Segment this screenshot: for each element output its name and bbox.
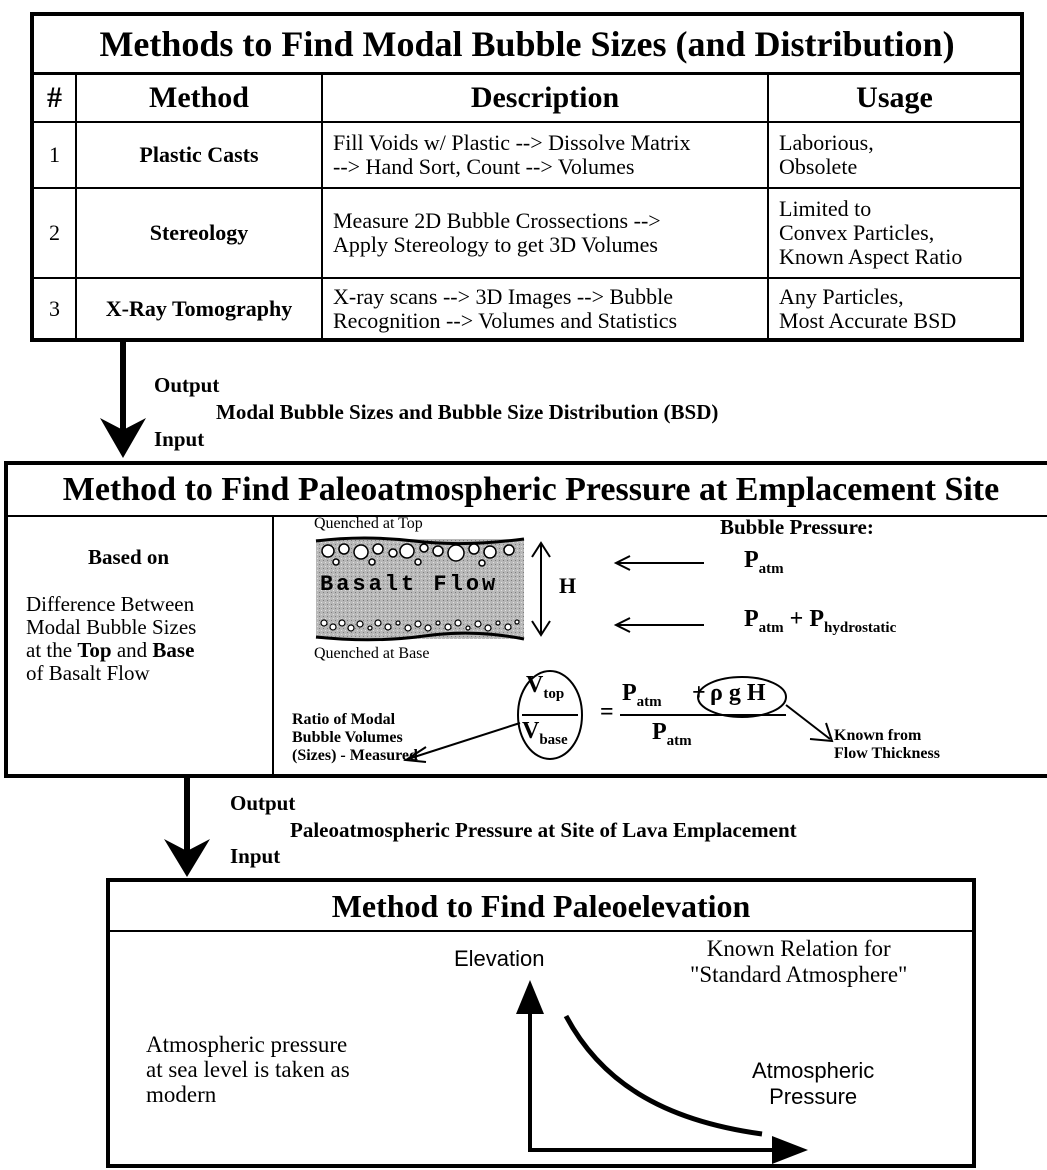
row-description: Fill Voids w/ Plastic --> Dissolve Matri…	[321, 121, 769, 189]
usage-line: Limited to	[779, 196, 872, 221]
row-number: 1	[34, 121, 77, 189]
table-row: 3 X-Ray Tomography X-ray scans --> 3D Im…	[34, 277, 1020, 338]
header-usage: Usage	[767, 72, 1020, 123]
column-divider	[272, 517, 274, 774]
rho-g-h-term: ρ g H	[710, 680, 766, 706]
pressure-method-box: Method to Find Paleoatmospheric Pressure…	[4, 461, 1047, 778]
numerator-plus: +	[692, 680, 706, 706]
known-note: Known from Flow Thickness	[834, 727, 940, 762]
quenched-top-label: Quenched at Top	[314, 515, 423, 532]
description-line: --> Hand Sort, Count --> Volumes	[333, 154, 635, 179]
table-row: 1 Plastic Casts Fill Voids w/ Plastic --…	[34, 121, 1020, 189]
description-line: Measure 2D Bubble Crossections -->	[333, 208, 661, 233]
x-axis-label: Atmospheric Pressure	[752, 1058, 875, 1109]
description-line: Difference Between	[26, 592, 195, 616]
header-number: #	[34, 72, 77, 123]
description-line: at the Top and Base	[26, 638, 195, 662]
usage-line: Known Aspect Ratio	[779, 244, 963, 269]
v-top-term: Vtop	[526, 672, 565, 702]
paleoelevation-title: Method to Find Paleoelevation	[110, 882, 972, 932]
output-label-2: Output	[230, 791, 296, 815]
based-on-description: Difference Between Modal Bubble Sizes at…	[26, 593, 196, 685]
row-usage: Limited to Convex Particles, Known Aspec…	[767, 187, 1020, 279]
row-description: Measure 2D Bubble Crossections --> Apply…	[321, 187, 769, 279]
pressure-arrows	[613, 555, 704, 633]
height-label: H	[559, 573, 577, 598]
based-on-label: Based on	[88, 545, 170, 569]
header-description: Description	[321, 72, 769, 123]
pressure-title: Method to Find Paleoatmospheric Pressure…	[8, 465, 1047, 517]
ratio-note: Ratio of Modal Bubble Volumes (Sizes) - …	[292, 711, 418, 764]
description-line: Fill Voids w/ Plastic --> Dissolve Matri…	[333, 130, 691, 155]
usage-line: Laborious,	[779, 130, 874, 155]
denominator-p-atm: Patm	[652, 719, 692, 749]
row-number: 3	[34, 277, 77, 338]
methods-table-box: Methods to Find Modal Bubble Sizes (and …	[30, 12, 1024, 342]
down-arrow-icon	[164, 777, 210, 877]
top-pressure-formula: Patm	[744, 547, 784, 577]
row-usage: Laborious, Obsolete	[767, 121, 1020, 189]
basalt-flow-label: Basalt Flow	[320, 572, 499, 597]
input-label-2: Input	[230, 844, 281, 868]
methods-table: # Method Description Usage 1 Plastic Cas…	[34, 72, 1020, 338]
row-usage: Any Particles, Most Accurate BSD	[767, 277, 1020, 338]
output-content-1: Modal Bubble Sizes and Bubble Size Distr…	[216, 400, 719, 424]
description-line: Apply Stereology to get 3D Volumes	[333, 232, 658, 257]
row-method: Plastic Casts	[75, 121, 323, 189]
equation-graphics	[403, 670, 834, 763]
table-row: 2 Stereology Measure 2D Bubble Crossecti…	[34, 187, 1020, 279]
elevation-pressure-plot	[516, 980, 808, 1164]
usage-line: Any Particles,	[779, 283, 904, 309]
basalt-flow-diagram	[315, 536, 525, 642]
table-header-row: # Method Description Usage	[34, 72, 1020, 123]
row-number: 2	[34, 187, 77, 279]
row-description: X-ray scans --> 3D Images --> Bubble Rec…	[321, 277, 769, 338]
header-method: Method	[75, 72, 323, 123]
methods-title: Methods to Find Modal Bubble Sizes (and …	[99, 24, 955, 64]
quenched-base-label: Quenched at Base	[314, 645, 430, 662]
bubble-pressure-label: Bubble Pressure:	[720, 515, 874, 539]
v-base-term: Vbase	[522, 718, 568, 748]
usage-line: Obsolete	[779, 154, 858, 179]
usage-line: Convex Particles,	[779, 220, 935, 245]
row-method: Stereology	[75, 187, 323, 279]
base-pressure-formula: Patm + Phydrostatic	[744, 606, 897, 636]
row-method: X-Ray Tomography	[75, 277, 323, 338]
standard-atmosphere-note: Known Relation for "Standard Atmosphere"	[690, 936, 908, 987]
description-line: of Basalt Flow	[26, 661, 150, 685]
height-double-arrow-icon	[531, 541, 551, 637]
down-arrow-icon	[100, 340, 146, 458]
description-line: X-ray scans --> 3D Images --> Bubble	[333, 283, 674, 309]
output-label-1: Output	[154, 373, 220, 397]
input-label-1: Input	[154, 427, 205, 451]
description-line: Recognition --> Volumes and Statistics	[333, 307, 678, 333]
description-line: Modal Bubble Sizes	[26, 615, 197, 639]
paleoelevation-box: Method to Find Paleoelevation Atmospheri…	[106, 878, 976, 1168]
numerator-p-atm: Patm	[622, 680, 662, 710]
output-content-2: Paleoatmospheric Pressure at Site of Lav…	[290, 818, 797, 842]
sea-level-note: Atmospheric pressure at sea level is tak…	[146, 1032, 350, 1107]
usage-line: Most Accurate BSD	[779, 307, 957, 333]
y-axis-label: Elevation	[454, 946, 545, 971]
equals-sign: =	[600, 699, 614, 725]
